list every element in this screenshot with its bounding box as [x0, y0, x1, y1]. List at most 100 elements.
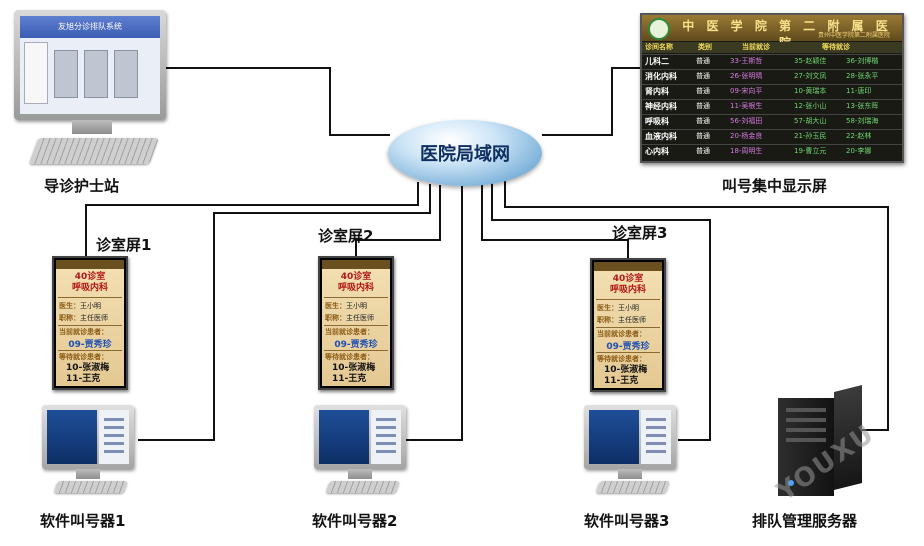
nurse-station-label: 导诊护士站: [44, 177, 120, 195]
doctor-name: 王小明: [618, 304, 639, 312]
board-header: 中 医 学 院 第 二 附 属 医 院 贵州中医学院第二附属医院: [642, 15, 902, 50]
board-cell-wait1: 12-张小山: [794, 102, 827, 110]
clinic-screen-content: 40诊室呼吸内科医生：王小明职称：主任医师当前就诊患者：09-贾秀珍等待就诊患者…: [322, 260, 390, 386]
nurse-station-monitor: 友旭分诊排队系统: [14, 10, 166, 120]
nurse-screen-tree: [24, 42, 48, 104]
clinic-screen-header: [56, 260, 124, 269]
board-cell-dept: 儿科二: [645, 57, 669, 66]
clinic-room: 40诊室: [74, 272, 106, 282]
board-col-header: 类别: [698, 43, 712, 51]
power-led-icon: [788, 480, 794, 486]
board-cell-type: 普通: [696, 132, 710, 140]
waiting-patient: 10-张淑梅: [66, 363, 110, 373]
board-cell-wait1: 19-曹立元: [794, 147, 827, 155]
caller-screen: [589, 410, 639, 464]
link-clinic-screen-1: [85, 182, 419, 258]
waiting-label: 等待就诊患者：: [597, 355, 646, 363]
board-cell-current: 56-刘福田: [730, 117, 763, 125]
central-display-board: 中 医 学 院 第 二 附 属 医 院 贵州中医学院第二附属医院 诊间名称 类别…: [640, 13, 904, 163]
board-cell-wait1: 10-黄瑞本: [794, 87, 827, 95]
board-col-header: 当前就诊: [742, 43, 770, 51]
clinic-screen: 40诊室呼吸内科医生：王小明职称：主任医师当前就诊患者： 09-贾秀珍等待就诊患者…: [52, 256, 128, 390]
link-caller-3: [491, 183, 711, 441]
link-caller-1: [138, 184, 431, 441]
clinic-room-info: 40诊室呼吸内科: [594, 274, 662, 296]
board-cell-wait1: 35-赵颖佳: [794, 57, 827, 65]
doctor-title: 主任医师: [346, 314, 374, 322]
waiting-label: 等待就诊患者：: [325, 353, 374, 361]
clinic-screen: 40诊室呼吸内科医生：王小明职称：主任医师当前就诊患者：09-贾秀珍等待就诊患者…: [318, 256, 394, 390]
waiting-patient: 11-王克: [332, 374, 367, 384]
link-central-display: [542, 67, 640, 136]
doctor-title: 主任医师: [80, 314, 108, 322]
waiting-label: 等待就诊患者：: [59, 353, 108, 361]
caller-monitor-stand: [76, 469, 100, 479]
board-cell-type: 普通: [696, 87, 710, 95]
clinic-screen-header: [594, 262, 662, 271]
board-col-header: 等待就诊: [822, 43, 850, 51]
clinic-screen-content: 40诊室呼吸内科医生：王小明职称：主任医师当前就诊患者： 09-贾秀珍等待就诊患者…: [56, 260, 124, 386]
board-cell-dept: 消化内科: [645, 72, 677, 81]
clinic-dept: 呼吸内科: [337, 283, 374, 293]
board-cell-wait2: 20-李娜: [846, 147, 872, 155]
current-patient: 09-贾秀珍: [606, 342, 650, 352]
caller-panel: [641, 410, 671, 464]
title-label: 职称：: [325, 314, 346, 322]
caller-panel: [371, 410, 401, 464]
server-label: 排队管理服务器: [752, 512, 858, 530]
board-cell-current: 20-杨金良: [730, 132, 763, 140]
board-cell-wait2: 22-赵林: [846, 132, 872, 140]
board-cell-wait1: 57-胡大山: [794, 117, 827, 125]
queue-column: [114, 50, 138, 98]
link-nurse-station: [166, 67, 390, 136]
clinic-screen-label: 诊室屏2: [318, 227, 374, 245]
current-patient: 09-贾秀珍: [68, 340, 112, 350]
board-cell-wait1: 21-孙玉民: [794, 132, 827, 140]
caller-keyboard: [595, 481, 671, 493]
board-cell-dept: 肾内科: [645, 87, 669, 96]
clinic-screen-label: 诊室屏1: [96, 236, 152, 254]
queue-column: [54, 50, 78, 98]
link-server: [504, 180, 889, 431]
caller-monitor-stand: [618, 469, 642, 479]
board-cell-wait2: 58-刘瑞海: [846, 117, 879, 125]
title-label: 职称：: [59, 314, 80, 322]
board-row: 呼吸科 普通 56-刘福田 57-胡大山 58-刘瑞海: [642, 114, 902, 128]
board-cell-current: 11-吴根生: [730, 102, 763, 110]
clinic-room-info: 40诊室呼吸内科: [56, 272, 124, 294]
queue-server: [778, 385, 862, 496]
hospital-lan-hub: 医院局域网: [388, 120, 542, 186]
caller-label: 软件叫号器3: [584, 512, 670, 530]
nurse-station-screen: 友旭分诊排队系统: [20, 16, 160, 114]
board-cell-dept: 呼吸科: [645, 117, 669, 126]
current-label: 当前就诊患者：: [59, 328, 108, 336]
board-cell-wait2: 13-张东晖: [846, 102, 879, 110]
board-cell-current: 09-宋向平: [730, 87, 763, 95]
nurse-keyboard: [29, 138, 159, 164]
board-cell-current: 18-周明生: [730, 147, 763, 155]
waiting-patient: 11-王克: [66, 374, 101, 384]
nurse-monitor-stand: [72, 120, 112, 134]
server-front: [778, 398, 834, 496]
link-clinic-screen-3: [481, 185, 629, 260]
doctor-name: 王小明: [80, 302, 101, 310]
board-cell-type: 普通: [696, 117, 710, 125]
waiting-patient: 10-张淑梅: [332, 363, 376, 373]
caller-panel: [99, 410, 129, 464]
doctor-label: 医生：: [59, 302, 80, 310]
board-cell-type: 普通: [696, 147, 710, 155]
board-col-header: 诊间名称: [645, 43, 673, 51]
board-cell-current: 33-王斯哲: [730, 57, 763, 65]
clinic-dept: 呼吸内科: [71, 283, 108, 293]
board-cell-type: 普通: [696, 57, 710, 65]
board-column-headers: 诊间名称 类别 当前就诊 等待就诊: [642, 42, 902, 53]
waiting-patient: 11-王克: [604, 376, 639, 386]
board-cell-type: 普通: [696, 72, 710, 80]
board-cell-dept: 心内科: [645, 147, 669, 156]
current-patient: 09-贾秀珍: [334, 340, 378, 350]
board-cell-wait2: 11-唐印: [846, 87, 872, 95]
caller-monitor-stand: [348, 469, 372, 479]
clinic-room: 40诊室: [340, 272, 372, 282]
